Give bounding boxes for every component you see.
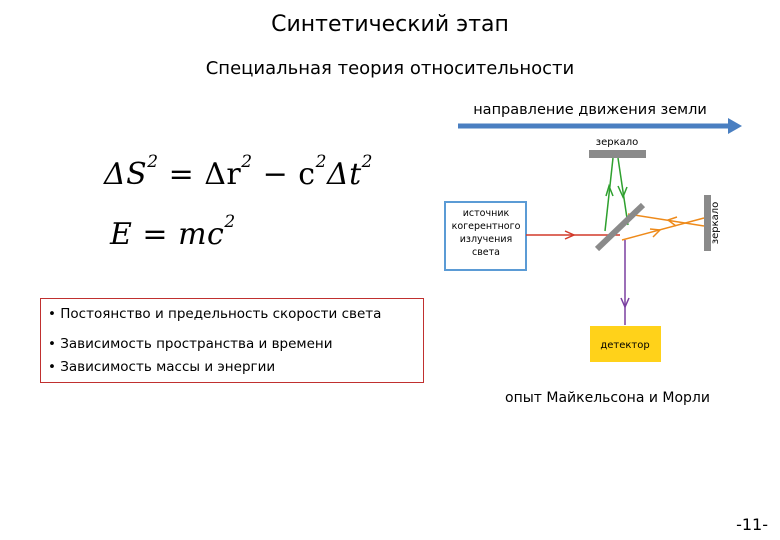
source-label-line: излучения [460, 234, 512, 245]
detector-label: детектор [600, 340, 649, 351]
right-mirror-label: зеркало [710, 202, 721, 245]
source-label-line: источник [463, 208, 510, 219]
bullet-item: • Зависимость массы и энергии [48, 359, 276, 375]
formula-emc: E = mc [110, 217, 225, 252]
formula-eq-delta-r: = Δr [158, 157, 242, 192]
light-source-box [444, 201, 527, 271]
formula-exp: 2 [224, 212, 236, 232]
interval-formula: ΔS2 = Δr2 − c2Δt2 [104, 152, 373, 192]
formula-minus-c: − c [252, 157, 316, 192]
page-number: -11- [736, 515, 768, 534]
horizontal-beam-back [627, 213, 705, 227]
top-mirror-label: зеркало [596, 137, 639, 148]
formula-exp: 2 [315, 152, 327, 172]
formula-exp: 2 [147, 152, 159, 172]
horizontal-beam-arrow [649, 228, 662, 238]
beam-splitter [594, 202, 646, 252]
vertical-beam-down [617, 157, 629, 226]
earth-direction-label: направление движения земли [473, 102, 707, 118]
diagram-caption: опыт Майкельсона и Морли [505, 390, 710, 406]
bullet-item: • Зависимость пространства и времени [48, 336, 333, 352]
top-mirror [589, 150, 646, 158]
detector-box [590, 326, 661, 362]
bullet-box: • Постоянство и предельность скорости св… [40, 298, 424, 383]
earth-direction-arrowhead [728, 118, 742, 134]
slide-subtitle: Специальная теория относительности [205, 58, 575, 79]
energy-formula: E = mc2 [110, 212, 236, 252]
right-mirror [704, 195, 711, 251]
vertical-beam-arrow [605, 183, 614, 197]
source-label-line: света [472, 247, 500, 258]
formula-exp: 2 [361, 152, 373, 172]
formula-delta-s: ΔS [104, 157, 148, 192]
formula-delta-t: Δt [326, 157, 362, 192]
horizontal-beam-out [621, 217, 705, 241]
incoming-beam-arrow [564, 230, 576, 240]
vertical-beam-arrow [617, 185, 628, 199]
slide-title: Синтетический этап [271, 12, 509, 37]
detector-beam-arrow [620, 297, 630, 309]
formula-exp: 2 [241, 152, 253, 172]
source-label-line: когерентного [452, 221, 521, 232]
bullet-item: • Постоянство и предельность скорости св… [48, 306, 382, 322]
vertical-beam-up [604, 157, 614, 232]
horizontal-beam-arrow [666, 216, 678, 227]
